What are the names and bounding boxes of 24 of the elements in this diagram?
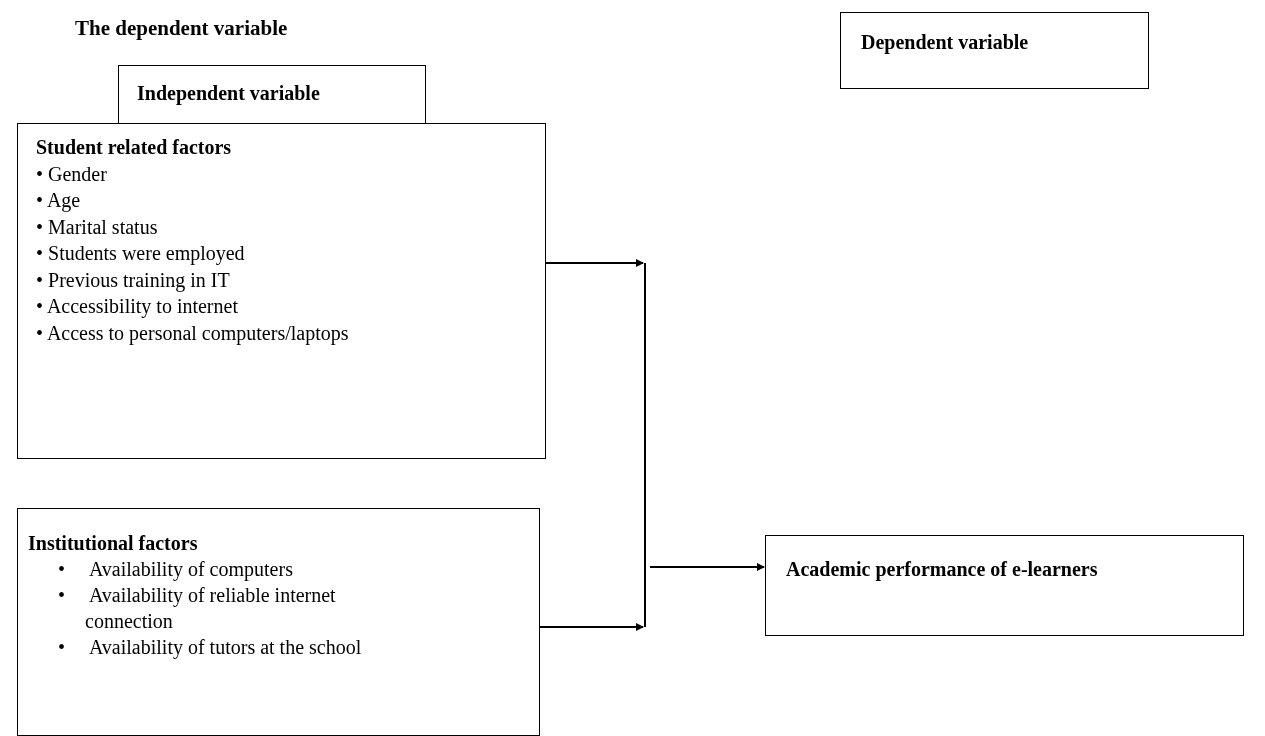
bullet-item: • Previous training in IT [36,267,231,293]
box-heading: Dependent variable [861,30,1030,55]
bullet-item: • Access to personal computers/laptops [36,320,350,346]
arrow [649,563,765,571]
bullet-item: • Gender [36,161,108,187]
bullet-item: • Marital status [36,214,159,240]
box-heading: Student related factors [36,135,233,160]
bullet-item: • Accessibility to internet [36,294,239,320]
diagram-title: The dependent variable [75,16,288,41]
bullet-item: • Availability of tutors at the school [58,635,363,660]
box-heading: Independent variable [137,81,321,106]
bullet-item: • Availability of reliable internet connection [58,583,337,634]
bullet-item: • Availability of computers [58,557,294,582]
factor-box [17,123,546,459]
variable-header-box [118,65,426,124]
arrow [545,259,644,267]
bullet-item: • Students were employed [36,241,246,267]
variable-header-box [840,12,1149,89]
factor-box [17,508,540,736]
box-heading: Academic performance of e-learners [786,557,1099,582]
box-heading: Institutional factors [28,531,199,556]
arrow [539,623,644,631]
outcome-box [765,535,1244,636]
bullet-item: • Age [36,188,82,214]
